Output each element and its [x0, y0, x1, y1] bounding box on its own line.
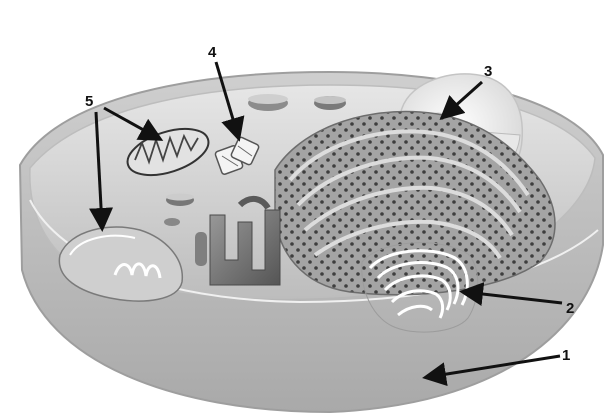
- callout-1: 1: [562, 347, 570, 364]
- callout-4: 4: [208, 44, 217, 61]
- callout-2: 2: [566, 300, 574, 317]
- callout-3: 3: [484, 63, 492, 80]
- callout-5: 5: [85, 93, 93, 110]
